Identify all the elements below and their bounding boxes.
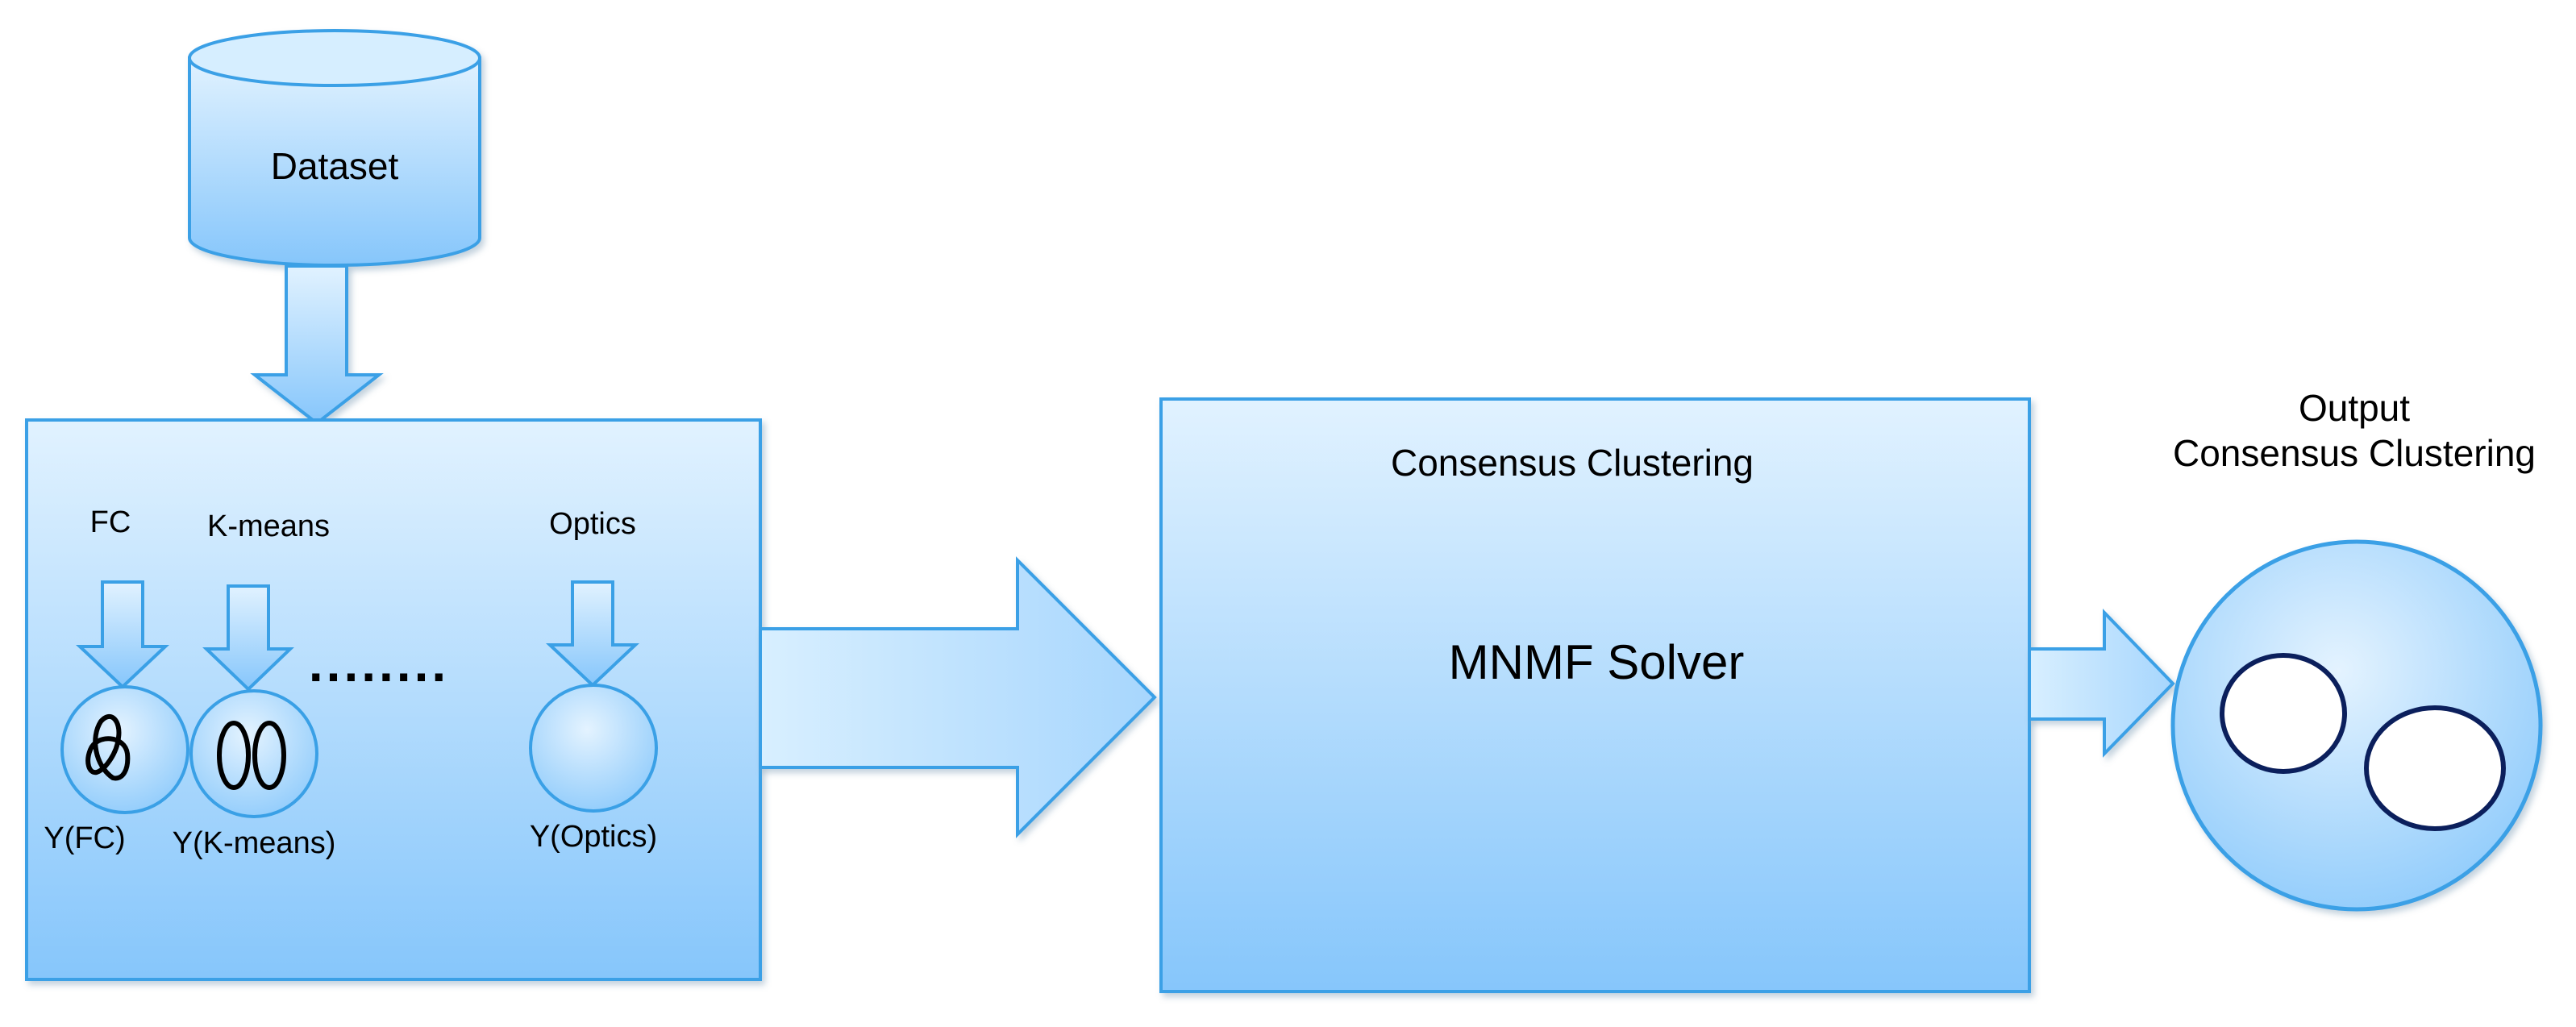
arrow-down-kmeans [202,584,294,692]
ellipsis-dots: ........ [309,634,449,692]
output-label-kmeans: Y(K-means) [173,826,336,860]
method-label-fc: FC [90,505,131,539]
dataset-label: Dataset [271,145,399,187]
result-circle-optics [529,684,658,813]
arrow-right-to-consensus [759,556,1157,838]
output-cluster-2 [2364,705,2506,831]
consensus-title: Consensus Clustering [1391,442,1754,484]
cylinder-top [188,29,481,87]
method-label-kmeans: K-means [207,509,330,543]
output-title-line2: Consensus Clustering [2173,432,2536,474]
solver-label: MNMF Solver [1449,635,1745,689]
method-label-optics: Optics [549,507,636,541]
arrow-down-fc [75,580,170,689]
kmeans-cluster-1 [217,721,251,790]
dataset-cylinder [188,29,481,267]
kmeans-cluster-2 [252,721,286,790]
arrow-right-to-output [2028,609,2175,758]
output-label-optics: Y(Optics) [530,820,657,854]
output-label-fc: Y(FC) [44,821,125,855]
fc-cluster-shape [85,714,131,781]
arrow-down-optics [545,580,640,688]
output-title-line1: Output [2299,387,2410,429]
arrow-down-dataset [250,264,384,426]
output-cluster-1 [2220,653,2347,774]
consensus-box [1159,397,2031,993]
